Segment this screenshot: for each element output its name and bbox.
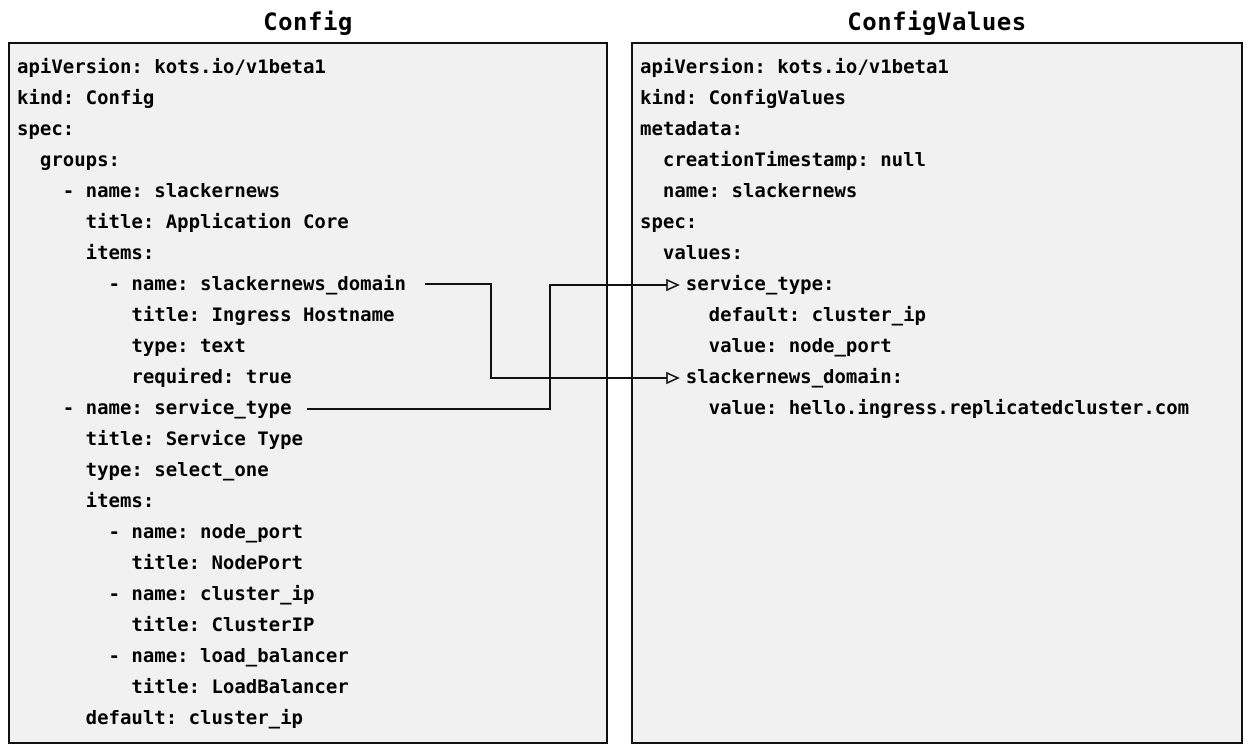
code-line: value: hello.ingress.replicatedcluster.c…	[640, 397, 1190, 419]
configvalues-panel: apiVersion: kots.io/v1beta1 kind: Config…	[631, 42, 1243, 744]
code-line: apiVersion: kots.io/v1beta1	[17, 56, 326, 78]
code-line-slackernews-domain-value: slackernews_domain:	[640, 366, 904, 388]
code-line: kind: Config	[17, 87, 155, 109]
code-line: - name: load_balancer	[17, 645, 349, 667]
code-line: - name: cluster_ip	[17, 583, 315, 605]
code-line: title: ClusterIP	[17, 614, 315, 636]
code-line: name: slackernews	[640, 180, 858, 202]
code-line: value: node_port	[640, 335, 892, 357]
code-line: default: cluster_ip	[640, 304, 926, 326]
code-line: required: true	[17, 366, 292, 388]
code-line: values:	[640, 242, 743, 264]
code-line: title: Service Type	[17, 428, 303, 450]
code-line: title: Application Core	[17, 211, 349, 233]
code-line: items:	[17, 490, 155, 512]
code-line-slackernews-domain: - name: slackernews_domain	[17, 273, 406, 295]
code-line: items:	[17, 242, 155, 264]
config-panel: apiVersion: kots.io/v1beta1 kind: Config…	[8, 42, 608, 744]
code-line: metadata:	[640, 118, 743, 140]
code-line: type: text	[17, 335, 246, 357]
code-line-service-type-value: service_type:	[640, 273, 835, 295]
code-line: title: NodePort	[17, 552, 303, 574]
code-line: spec:	[640, 211, 698, 233]
code-line: default: cluster_ip	[17, 707, 303, 729]
config-panel-title: Config	[263, 8, 353, 36]
code-line: apiVersion: kots.io/v1beta1	[640, 56, 949, 78]
configvalues-panel-title: ConfigValues	[847, 8, 1027, 36]
code-line: groups:	[17, 149, 120, 171]
configvalues-code-block: apiVersion: kots.io/v1beta1 kind: Config…	[633, 44, 1241, 424]
code-line: - name: slackernews	[17, 180, 281, 202]
code-line: spec:	[17, 118, 75, 140]
code-line: kind: ConfigValues	[640, 87, 846, 109]
config-code-block: apiVersion: kots.io/v1beta1 kind: Config…	[10, 44, 606, 734]
code-line: creationTimestamp: null	[640, 149, 926, 171]
code-line: type: select_one	[17, 459, 269, 481]
code-line: title: Ingress Hostname	[17, 304, 395, 326]
code-line: title: LoadBalancer	[17, 676, 349, 698]
code-line-service-type: - name: service_type	[17, 397, 292, 419]
code-line: - name: node_port	[17, 521, 303, 543]
